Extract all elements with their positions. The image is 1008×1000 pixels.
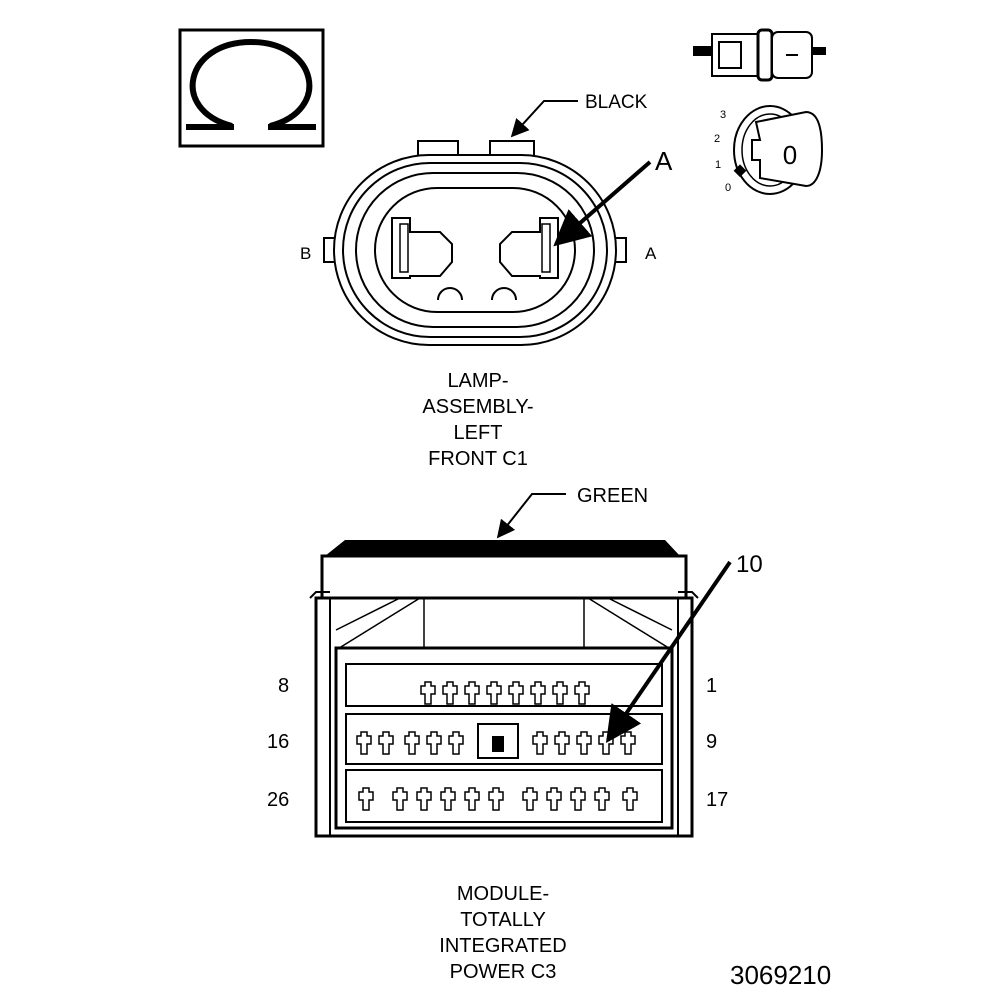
c3-row-label-8: 8: [278, 675, 289, 697]
c3-caption-line: POWER C3: [449, 961, 557, 983]
c1-caption-line: LAMP-: [447, 370, 509, 392]
c3-caption-line: INTEGRATED: [439, 935, 567, 957]
c1-caption-line: LEFT: [453, 422, 503, 444]
c1-color-leader: [510, 100, 578, 138]
terminal-pin: [570, 787, 586, 811]
c1-color-label: BLACK: [585, 92, 648, 113]
c3-connector: [309, 540, 699, 838]
c1-caption-line: ASSEMBLY-: [422, 396, 534, 418]
terminal-pin: [358, 787, 374, 811]
ignition-position-3: 3: [720, 109, 726, 121]
terminal-pin: [442, 681, 458, 705]
c1-cavity-a-label: A: [645, 244, 657, 263]
c1-callout-label: A: [655, 146, 673, 176]
c3-caption-line: TOTALLY: [460, 909, 546, 931]
terminal-pin: [532, 731, 548, 755]
terminal-pin: [464, 787, 480, 811]
terminal-pin: [488, 787, 504, 811]
terminal-pin: [426, 731, 442, 755]
c1-cavity-b: [391, 217, 453, 279]
terminal-pin: [552, 681, 568, 705]
c3-connector-caption: MODULE- TOTALLY INTEGRATED POWER C3: [398, 881, 608, 985]
c3-color-label: GREEN: [577, 485, 648, 507]
terminal-pin: [416, 787, 432, 811]
c3-row-label-16: 16: [267, 731, 289, 753]
c3-callout-label: 10: [736, 551, 763, 578]
terminal-pin: [574, 681, 590, 705]
probe-pin-icon: [693, 28, 826, 82]
c1-connector: [323, 140, 627, 346]
terminal-pin: [420, 681, 436, 705]
terminal-pin: [622, 787, 638, 811]
terminal-pin: [356, 731, 372, 755]
terminal-pin: [448, 731, 464, 755]
c1-cavity-b-label: B: [300, 244, 311, 263]
c1-connector-caption: LAMP- ASSEMBLY- LEFT FRONT C1: [378, 368, 578, 472]
c3-terminal-pins: [356, 681, 638, 811]
terminal-pin: [522, 787, 538, 811]
c1-caption-line: FRONT C1: [428, 448, 528, 470]
c3-row-label-17: 17: [706, 789, 728, 811]
figure-id: 3069210: [730, 960, 832, 990]
ignition-position-2: 2: [714, 133, 720, 145]
terminal-pin: [594, 787, 610, 811]
terminal-pin: [464, 681, 480, 705]
terminal-pin: [404, 731, 420, 755]
c3-caption-line: MODULE-: [456, 883, 550, 905]
ignition-key-position-label: 0: [783, 140, 797, 170]
ignition-position-1: 1: [715, 159, 721, 171]
terminal-pin: [486, 681, 502, 705]
c1-callout-arrow: [553, 160, 652, 247]
terminal-pin: [530, 681, 546, 705]
c3-row-label-26: 26: [267, 789, 289, 811]
terminal-pin: [554, 731, 570, 755]
terminal-pin: [546, 787, 562, 811]
terminal-pin: [378, 731, 394, 755]
terminal-pin: [508, 681, 524, 705]
terminal-pin: [392, 787, 408, 811]
ohm-meter-icon: [178, 28, 325, 148]
c3-row-label-1: 1: [706, 675, 717, 697]
c1-cavity-a: [499, 217, 559, 279]
c3-color-leader: [496, 493, 566, 539]
c3-callout-arrow: [605, 560, 732, 743]
terminal-pin: [576, 731, 592, 755]
c3-row-label-9: 9: [706, 731, 717, 753]
ignition-position-0: 0: [725, 182, 731, 194]
ignition-key-icon: 0 3 2 1 0: [714, 105, 824, 195]
terminal-pin: [440, 787, 456, 811]
